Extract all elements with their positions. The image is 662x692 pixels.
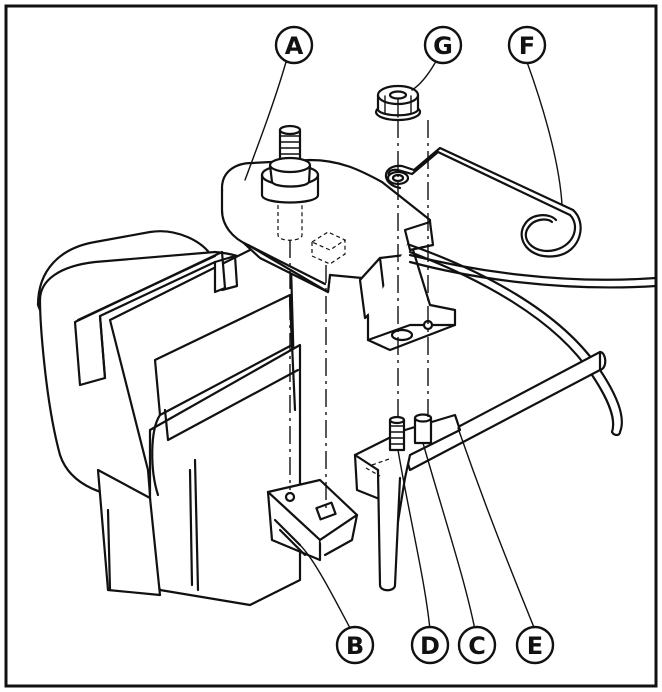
callout-g-label: G <box>433 32 453 60</box>
center-lines <box>289 120 429 510</box>
callout-a: A <box>274 25 314 65</box>
callout-e: E <box>515 625 555 665</box>
support-rod <box>353 350 607 592</box>
callout-d: D <box>410 625 450 665</box>
callout-f-label: F <box>519 32 535 60</box>
cables <box>408 243 658 437</box>
callout-b-label: B <box>346 632 364 660</box>
callout-d-label: D <box>420 632 440 660</box>
callout-a-label: A <box>285 32 304 60</box>
callout-c-label: C <box>468 632 486 660</box>
bracket-b <box>266 478 359 562</box>
nut-g <box>374 84 422 122</box>
spring-clip-f <box>384 146 582 258</box>
leader-lines <box>244 61 563 631</box>
callout-b: B <box>335 625 375 665</box>
callout-f: F <box>507 25 547 65</box>
callout-c: C <box>457 625 497 665</box>
callout-e-label: E <box>527 632 543 660</box>
mounting-plate <box>220 124 457 352</box>
callout-g: G <box>423 25 463 65</box>
seat-housing <box>36 228 302 607</box>
